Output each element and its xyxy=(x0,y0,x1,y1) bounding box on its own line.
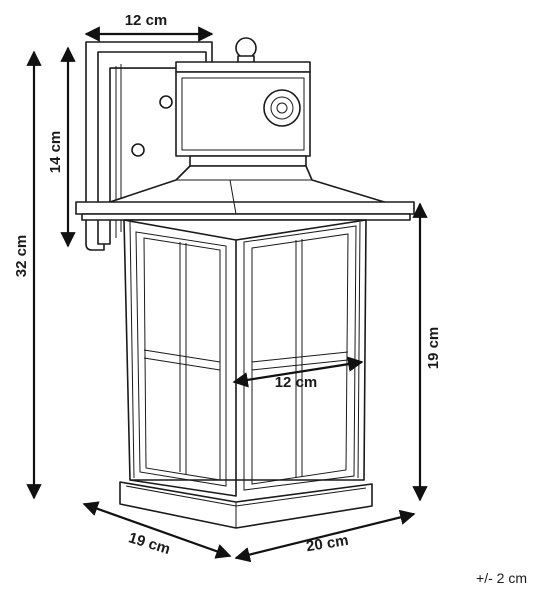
dim-backplate-height: 14 cm xyxy=(47,46,76,248)
dim-top-width: 12 cm xyxy=(84,12,214,42)
dim-body-width-label: 12 cm xyxy=(275,374,318,391)
dim-base-width-label: 20 cm xyxy=(305,532,350,555)
dim-backplate-height-label: 14 cm xyxy=(47,131,64,174)
dim-base-width: 20 cm xyxy=(234,509,416,563)
motion-sensor-box xyxy=(175,37,311,167)
lantern-body xyxy=(123,219,367,497)
dim-body-height: 19 cm xyxy=(412,202,442,502)
lantern-base xyxy=(119,481,373,529)
dim-total-height: 32 cm xyxy=(13,50,42,500)
lantern-roof xyxy=(75,165,415,221)
tolerance-note: +/- 2 cm xyxy=(476,570,527,586)
dim-body-width: 12 cm xyxy=(232,356,364,391)
dim-top-width-label: 12 cm xyxy=(125,12,168,29)
dim-total-height-label: 32 cm xyxy=(13,235,30,278)
dim-body-height-label: 19 cm xyxy=(425,327,442,370)
